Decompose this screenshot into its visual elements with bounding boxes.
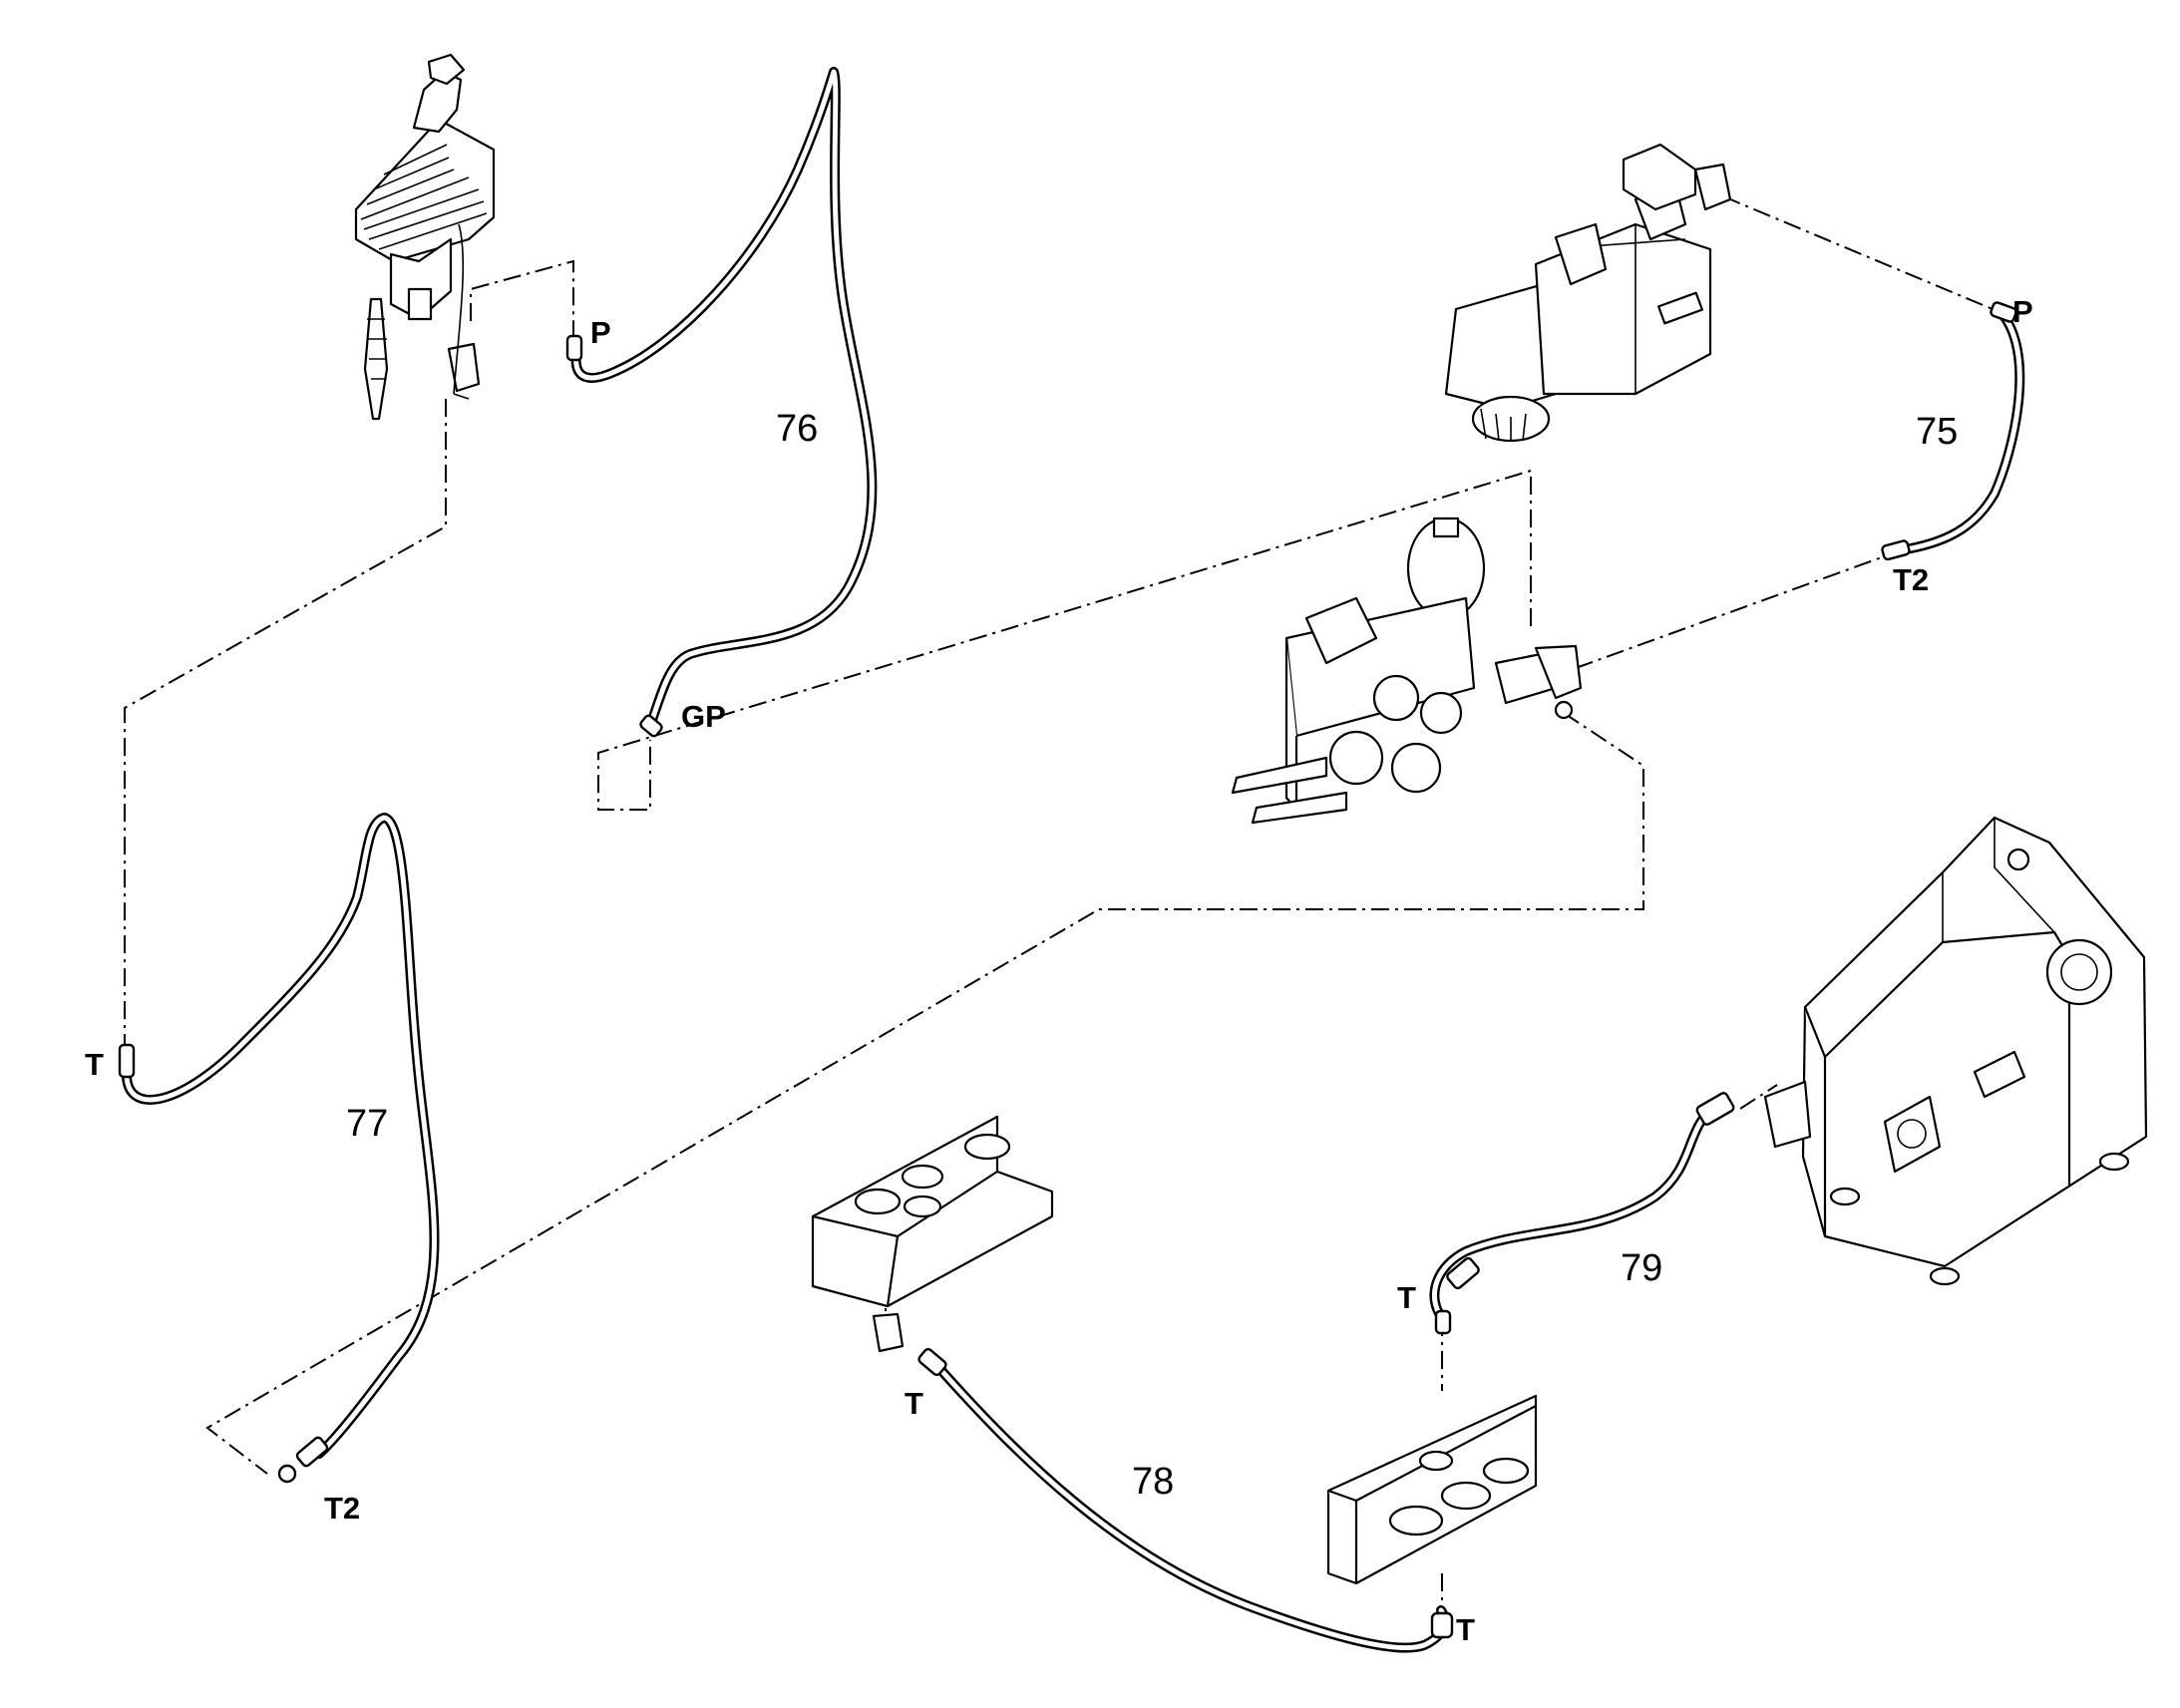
manifold-port-t2: [1534, 644, 1583, 700]
port-label-block-t: T: [905, 1386, 923, 1421]
hose-number-77: 77: [346, 1103, 388, 1145]
pump-handle: [1973, 1050, 2026, 1099]
plate-component: [1326, 1394, 1538, 1585]
hose-number-76: 76: [776, 408, 818, 450]
fitting-76-gp: [639, 714, 663, 738]
manifold-port-drain: [1554, 700, 1574, 720]
pump-foot-3: [1929, 1266, 1961, 1286]
leader-lines: [124, 195, 1994, 1625]
fitting-77-t2-nut: [277, 1464, 297, 1484]
pump-foot-1: [1829, 1187, 1861, 1206]
manifold-cartridge-3: [1328, 730, 1384, 786]
hose-number-78: 78: [1132, 1461, 1174, 1503]
plate-port-2: [1440, 1481, 1492, 1511]
leader-pump-to-79: [1739, 1084, 1778, 1110]
leader-manifold-to-gp: [597, 469, 1532, 811]
joystick-port: [407, 287, 433, 321]
block-elbow-fitting: [872, 1312, 905, 1353]
manifold-top-valve: [1304, 596, 1378, 665]
joystick-body: [389, 237, 453, 321]
leader-joystick-to-p: [470, 259, 574, 349]
manifold-cartridge-2: [1419, 691, 1463, 735]
manifold-cartridge-4: [1390, 742, 1442, 794]
block-port-2: [901, 1164, 944, 1190]
leader-valve-to-p: [1722, 195, 1994, 310]
hose-number-75: 75: [1916, 411, 1958, 453]
hose-77: [121, 813, 440, 1459]
fitting-75-t2: [1881, 539, 1911, 561]
valve-tee: [1622, 143, 1697, 211]
solenoid-valve-component: [1444, 143, 1732, 443]
hose-76: [570, 67, 878, 725]
hose-75: [1895, 312, 2025, 555]
hose-number-79: 79: [1621, 1247, 1662, 1289]
pump-foot-2: [2098, 1152, 2130, 1172]
leader-manifold-to-left-t2: [205, 712, 1644, 1475]
plate-body: [1326, 1394, 1538, 1585]
pump-motor-flange: [2045, 938, 2113, 1006]
fitting-76-p: [565, 334, 583, 362]
pump-port-block: [1763, 1080, 1812, 1149]
plate-port-3: [1482, 1457, 1530, 1485]
fitting-79-t: [1434, 1309, 1452, 1335]
fitting-78-t-bottom: [1430, 1611, 1454, 1639]
hose-79: [1429, 1102, 1720, 1323]
fitting-78-t: [917, 1347, 947, 1377]
port-label-left-t: T: [85, 1047, 104, 1082]
block-port-3: [963, 1133, 1011, 1161]
accumulator-cap: [1432, 516, 1460, 538]
block-port-1: [854, 1188, 902, 1215]
valve-tee-outlet: [1693, 163, 1732, 211]
port-label-valve-p: P: [2012, 294, 2033, 329]
valve-nameplate: [1657, 291, 1703, 325]
plate-port-4: [1418, 1450, 1454, 1472]
fitting-75-p: [1990, 301, 2017, 323]
pump-panel: [1883, 1095, 1942, 1174]
joystick-handle: [412, 70, 463, 134]
port-label-joystick-p: P: [590, 315, 611, 350]
manifold-cartridge-1: [1372, 674, 1420, 722]
valve-side-port: [1554, 222, 1608, 286]
joystick-plug: [447, 342, 481, 393]
fitting-79-t-sleeve: [1446, 1256, 1480, 1290]
port-label-left-t2: T2: [324, 1491, 360, 1526]
manifold-component: [1231, 516, 1583, 825]
manifold-solenoid-2: [1251, 791, 1348, 825]
hose-fittings: [118, 301, 2017, 1639]
fitting-77-t2: [295, 1436, 329, 1468]
pump-breather: [2006, 848, 2030, 871]
valve-block-component: [811, 1115, 1054, 1353]
manifold-solenoid-1: [1231, 756, 1328, 795]
port-label-gp: GP: [681, 699, 726, 734]
hose-78: [932, 1361, 1450, 1653]
fitting-77-t: [118, 1043, 136, 1079]
block-port-4: [903, 1195, 942, 1218]
plate-port-1: [1388, 1505, 1444, 1537]
joystick-boot: [354, 118, 496, 263]
leader-manifold-to-t2: [1575, 552, 1894, 669]
port-label-plate-t-top: T: [1397, 1280, 1416, 1315]
fitting-79-pump: [1695, 1092, 1735, 1126]
port-label-valve-t2: T2: [1893, 562, 1929, 597]
port-label-plate-t-bottom: T: [1456, 1612, 1475, 1647]
joystick-grip-top: [427, 53, 466, 86]
leader-joystick-to-t: [124, 399, 447, 1047]
block-top-edge: [897, 1171, 998, 1237]
joystick-component: [354, 53, 496, 421]
pump-component: [1763, 816, 2148, 1286]
